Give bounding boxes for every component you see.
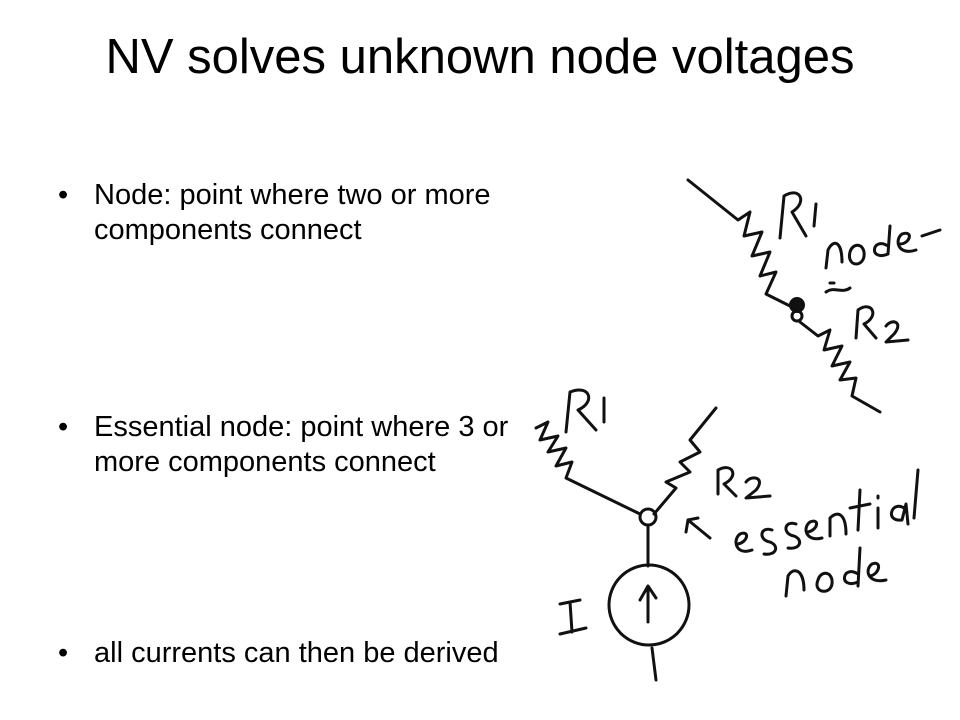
bullet-marker: • bbox=[58, 637, 69, 669]
top-resistor-r1 bbox=[686, 178, 792, 308]
bottom-r1-label bbox=[564, 388, 606, 434]
essential-node-word bbox=[784, 546, 888, 598]
current-source bbox=[607, 563, 691, 647]
top-node-pointer bbox=[824, 286, 852, 294]
bullet-text: Node: point where two or more components… bbox=[94, 179, 491, 246]
slide-title: NV solves unknown node voltages bbox=[105, 30, 855, 84]
bottom-r2-label bbox=[716, 466, 772, 500]
bottom-resistor-r1 bbox=[534, 420, 642, 516]
top-r1-label bbox=[778, 191, 818, 240]
bottom-wire-below-source bbox=[650, 646, 658, 682]
essential-word bbox=[734, 468, 920, 556]
bullet-text: Essential node: point where 3 or more co… bbox=[94, 411, 509, 478]
top-sketch bbox=[686, 178, 942, 414]
bullet-currents-derived: • all currents can then be derived bbox=[58, 636, 538, 671]
top-r2-label bbox=[854, 305, 910, 344]
source-i-label bbox=[558, 598, 588, 636]
essential-node-pointer bbox=[684, 516, 712, 540]
top-node-dot bbox=[789, 297, 805, 323]
bullet-text: all currents can then be derived bbox=[94, 637, 499, 669]
bottom-sketch bbox=[534, 388, 920, 682]
bottom-resistor-r2 bbox=[652, 406, 718, 516]
essential-node-dot bbox=[638, 507, 658, 527]
top-node-label bbox=[824, 224, 942, 270]
current-arrow bbox=[638, 584, 658, 624]
bullet-node-definition: • Node: point where two or more componen… bbox=[58, 178, 538, 248]
bullet-marker: • bbox=[58, 411, 69, 443]
bullet-marker: • bbox=[58, 179, 69, 211]
bullet-essential-node-definition: • Essential node: point where 3 or more … bbox=[58, 410, 538, 480]
top-resistor-r2 bbox=[798, 320, 882, 414]
